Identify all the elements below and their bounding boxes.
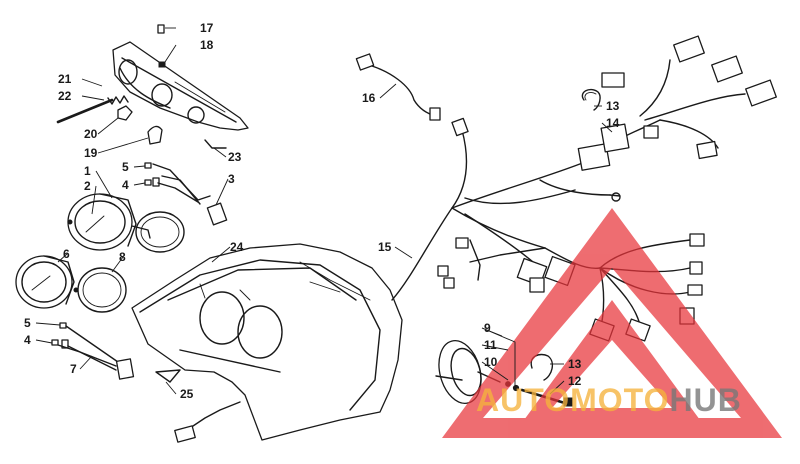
callout-3: 3 <box>228 172 235 186</box>
watermark-text-part2: HUB <box>669 382 742 418</box>
callout-2: 2 <box>84 179 91 193</box>
gauge-upper <box>67 193 151 251</box>
dash-connector <box>174 425 196 443</box>
callout-18: 18 <box>200 38 214 52</box>
decal-25 <box>155 369 181 383</box>
bulbs-upper <box>144 162 211 205</box>
callout-23: 23 <box>228 150 242 164</box>
callout-labels: 17 18 21 22 20 19 23 1 2 5 4 3 24 8 6 5 … <box>24 21 620 401</box>
harness-connectors <box>437 35 777 342</box>
callout-22: 22 <box>58 89 72 103</box>
harness-16 <box>355 53 441 121</box>
watermark-text-part1: AUTOMOTO <box>476 382 670 418</box>
nut-18 <box>158 61 166 68</box>
callout-7: 7 <box>70 362 77 376</box>
callout-24: 24 <box>230 240 244 254</box>
connector-3 <box>206 202 228 226</box>
clip-17 <box>157 24 165 34</box>
connector-7 <box>115 358 135 380</box>
callout-8: 8 <box>119 250 126 264</box>
callout-17: 17 <box>200 21 214 35</box>
bulb-20 <box>117 105 133 121</box>
callout-6: 6 <box>63 247 70 261</box>
callout-5b: 5 <box>24 316 31 330</box>
callout-4: 4 <box>122 178 129 192</box>
gauge-lower <box>15 255 79 309</box>
callout-10: 10 <box>484 355 498 369</box>
socket-19 <box>147 125 163 145</box>
callout-4b: 4 <box>24 333 31 347</box>
callout-12: 12 <box>568 374 582 388</box>
watermark-logo <box>442 208 782 438</box>
bulbs-lower <box>51 322 119 371</box>
leader-lines <box>35 27 613 395</box>
dash-wire <box>189 401 241 429</box>
callout-15: 15 <box>378 240 392 254</box>
snap-ring-upper <box>581 88 601 111</box>
callout-20: 20 <box>84 127 98 141</box>
callout-19: 19 <box>84 146 98 160</box>
callout-16: 16 <box>362 91 376 105</box>
callout-13b: 13 <box>568 357 582 371</box>
wire-23 <box>204 139 227 149</box>
callout-21: 21 <box>58 72 72 86</box>
ring-upper <box>135 211 185 253</box>
callout-25: 25 <box>180 387 194 401</box>
callout-9: 9 <box>484 321 491 335</box>
watermark-text: AUTOMOTOHUB <box>476 380 742 420</box>
adjuster-screw <box>56 95 129 124</box>
callout-5: 5 <box>122 160 129 174</box>
callout-1: 1 <box>84 164 91 178</box>
callout-14: 14 <box>606 116 620 130</box>
headlight-housing <box>112 41 249 131</box>
ring-lower <box>77 267 127 313</box>
snap-ring-lower <box>530 353 554 381</box>
callout-11: 11 <box>484 338 497 352</box>
callout-13: 13 <box>606 99 620 113</box>
dash-panel <box>131 243 403 441</box>
